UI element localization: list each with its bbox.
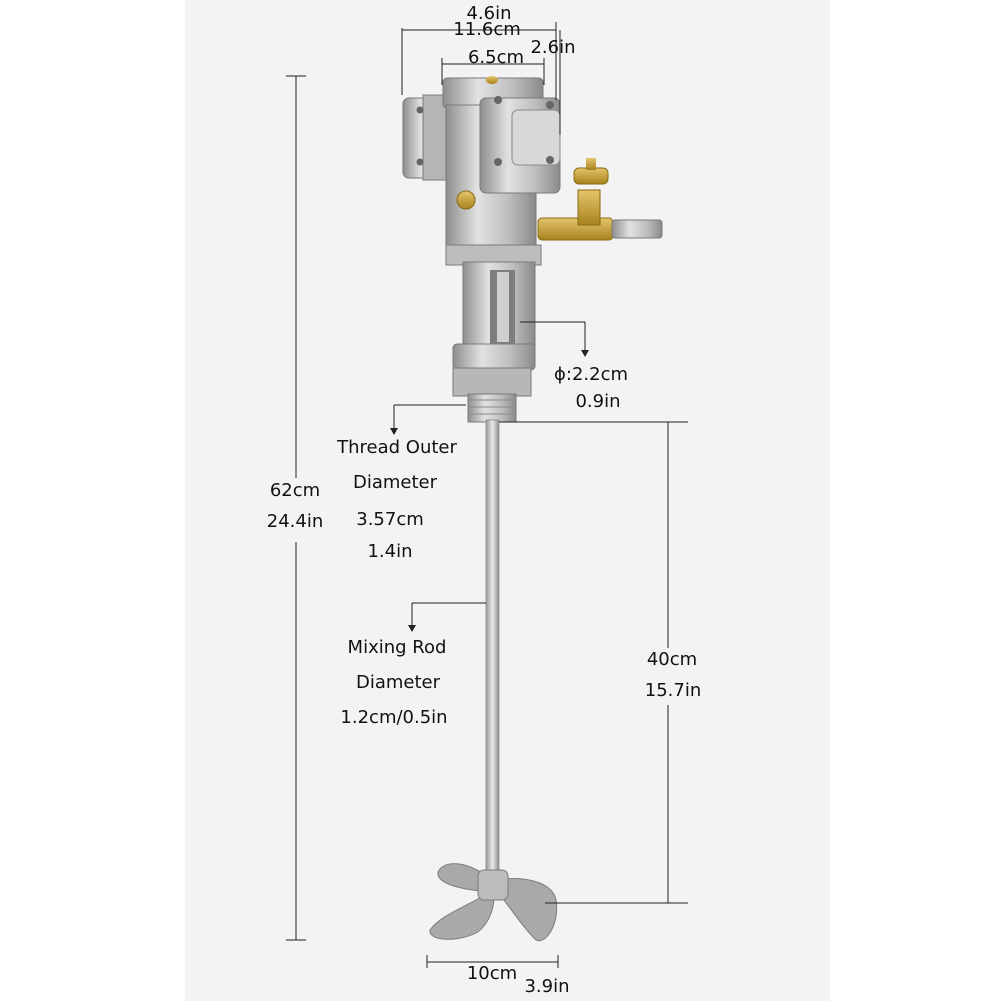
- arrowheads: [390, 350, 589, 632]
- thread-label-line1: Thread Outer: [337, 437, 457, 458]
- air-valve-fitting: [537, 158, 663, 241]
- thread-diameter-in: 1.4in: [367, 541, 413, 562]
- rod-label-line1: Mixing Rod: [347, 637, 447, 658]
- motor-housing: [402, 76, 561, 266]
- blade-width-cm: 10cm: [466, 963, 518, 984]
- propeller-blades: [429, 863, 558, 942]
- dimension-lines: [286, 22, 688, 968]
- mixing-rod: [485, 419, 500, 881]
- blade-width-in: 3.9in: [524, 976, 570, 997]
- rod-length-cm: 40cm: [646, 649, 698, 670]
- rod-length-in: 15.7in: [644, 680, 702, 701]
- thread-label-line2: Diameter: [352, 472, 438, 493]
- rod-diameter-value: 1.2cm/0.5in: [340, 707, 448, 728]
- top-width-in-label: 4.6in: [466, 3, 512, 24]
- rod-label-line2: Diameter: [355, 672, 441, 693]
- top-depth-in-label: 2.6in: [530, 37, 576, 58]
- total-height-cm: 62cm: [269, 480, 321, 501]
- thread-diameter-cm: 3.57cm: [356, 509, 424, 530]
- coupling-section: [452, 261, 536, 423]
- shaft-diameter-in-label: 0.9in: [575, 391, 621, 412]
- shaft-diameter-cm-label: ϕ:2.2cm: [554, 364, 628, 385]
- top-depth-cm-label: 6.5cm: [467, 47, 525, 68]
- total-height-in: 24.4in: [266, 511, 324, 532]
- top-width-cm-label: 11.6cm: [453, 19, 521, 40]
